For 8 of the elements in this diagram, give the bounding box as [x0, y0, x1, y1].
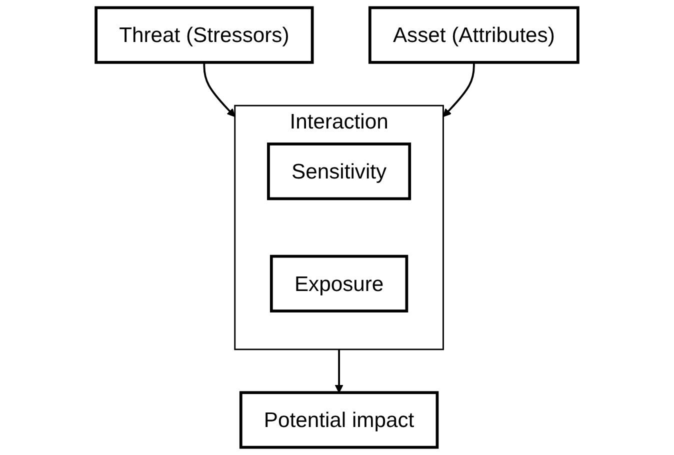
arrow: [203, 62, 236, 118]
arrow: [442, 62, 475, 118]
arrow: [334, 349, 344, 393]
node-box: Asset (Attributes): [368, 6, 580, 64]
node-box: Threat (Stressors): [94, 6, 314, 64]
node-box: Sensitivity: [267, 142, 412, 200]
node-box: Potential impact: [239, 391, 439, 449]
node-box: Exposure: [270, 254, 408, 312]
